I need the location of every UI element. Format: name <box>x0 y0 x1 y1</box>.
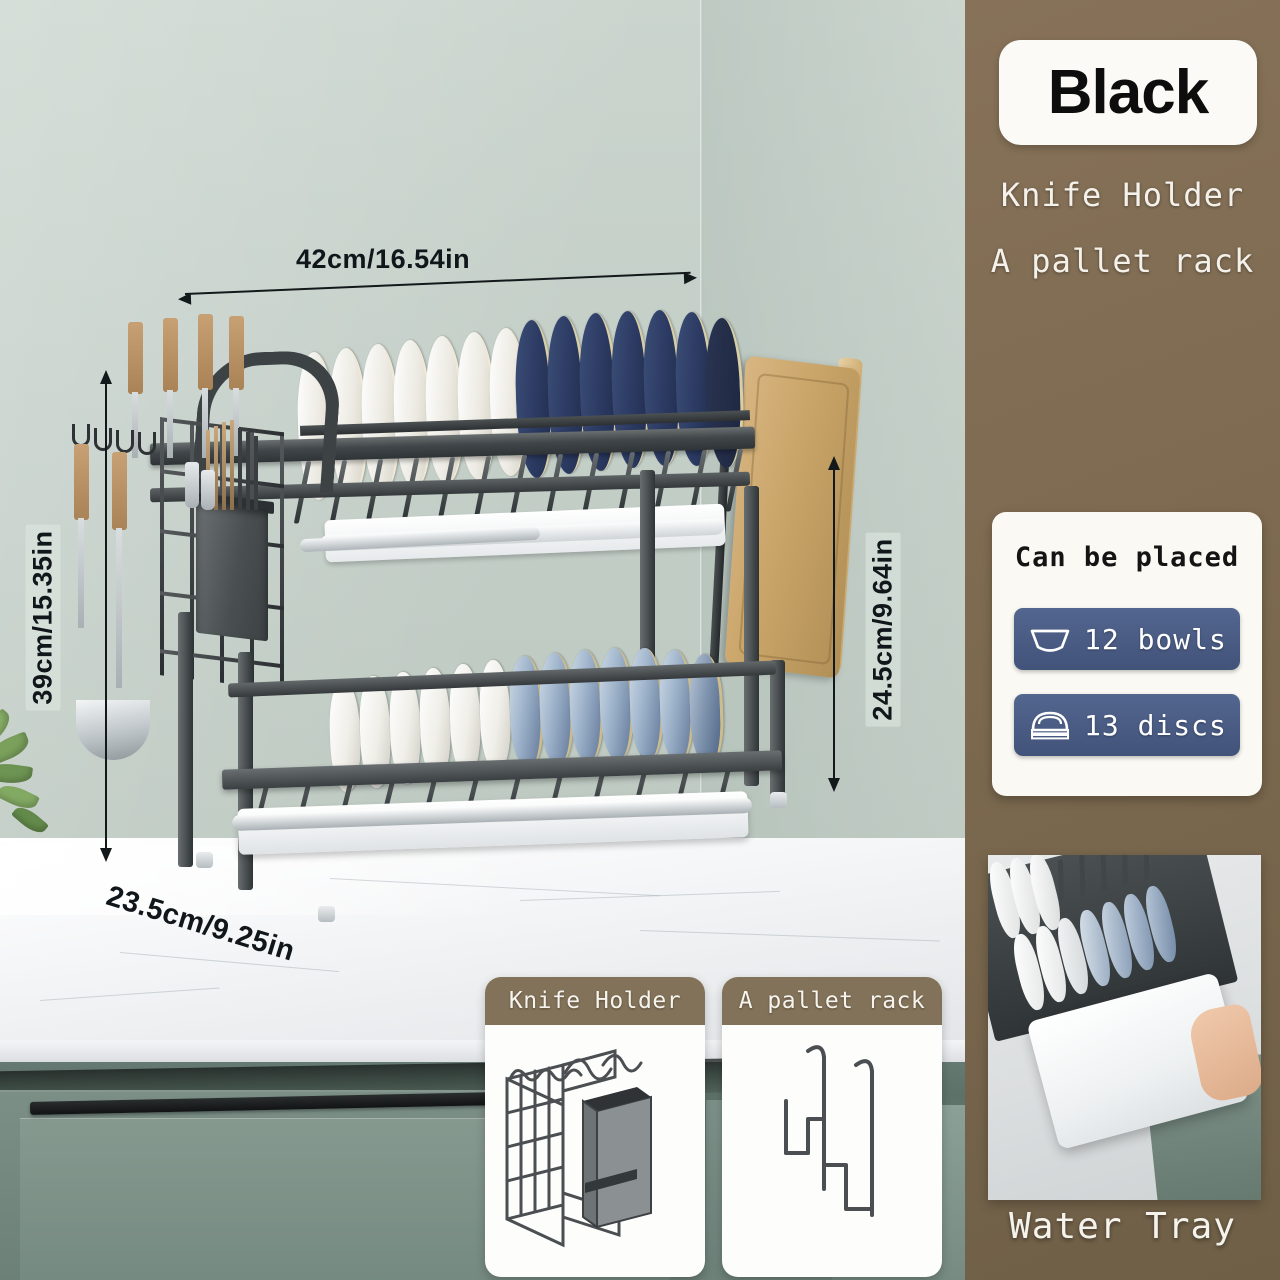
ladle-head <box>76 700 150 760</box>
pallet-rack-hook-icon <box>722 1025 942 1277</box>
variant-info-panel: Black Knife Holder A pallet rack Can be … <box>965 0 1280 1280</box>
rack-foot <box>770 792 787 808</box>
bowl-icon <box>1030 629 1070 652</box>
knife-holder-wire-icon <box>485 1025 705 1277</box>
rack-post-right <box>744 486 759 786</box>
tier-height-arrow-top <box>828 456 840 470</box>
tier-height-arrow-bottom <box>828 778 840 792</box>
tier-height-dimension-label: 24.5cm/9.64in <box>865 532 901 727</box>
rack-foot <box>196 852 213 868</box>
width-dimension-label: 42cm/16.54in <box>296 244 471 274</box>
disc-stack-icon <box>1031 711 1069 740</box>
capacity-bowls-label: 12 bowls <box>1084 622 1227 656</box>
rack-foot <box>318 906 335 922</box>
accessory-card-knife-holder[interactable]: Knife Holder <box>485 977 705 1277</box>
capacity-row-discs: 13 discs <box>1014 694 1240 756</box>
potted-plant <box>0 708 78 862</box>
variant-line-1: Knife Holder <box>1000 176 1245 214</box>
height-dimension-label: 39cm/15.35in <box>25 524 61 711</box>
utensil-cup <box>196 500 268 642</box>
height-dimension-line <box>105 382 107 850</box>
water-tray-caption-text: Water Tray <box>1009 1206 1236 1247</box>
accessory-title: A pallet rack <box>738 988 926 1014</box>
height-arrow-bottom <box>100 848 112 862</box>
height-arrow-top <box>100 370 112 384</box>
capacity-title: Can be placed <box>1014 542 1240 573</box>
accessory-card-header: A pallet rack <box>722 977 942 1025</box>
width-arrow-left <box>177 292 192 306</box>
rack-post-left <box>178 612 193 867</box>
accessory-card-header: Knife Holder <box>485 977 705 1025</box>
capacity-card: Can be placed 12 bowls 13 discs <box>992 512 1262 796</box>
countertop-highlight <box>0 845 520 915</box>
accessory-card-pallet-rack[interactable]: A pallet rack <box>722 977 942 1277</box>
width-arrow-right <box>683 271 698 285</box>
color-variant-label: Black <box>1047 58 1209 127</box>
color-variant-badge[interactable]: Black <box>999 40 1257 145</box>
tier-height-dimension-line <box>833 468 835 780</box>
rack-post-right-front <box>770 660 785 800</box>
water-tray-photo <box>988 855 1261 1200</box>
capacity-discs-label: 13 discs <box>1084 708 1227 742</box>
variant-line-2: A pallet rack <box>990 242 1255 280</box>
accessory-title: Knife Holder <box>508 988 682 1014</box>
capacity-row-bowls: 12 bowls <box>1014 608 1240 670</box>
